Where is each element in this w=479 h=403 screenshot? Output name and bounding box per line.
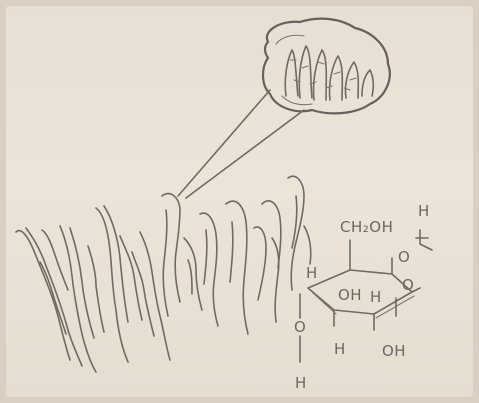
label-bottom-oh: OH — [382, 342, 406, 360]
label-bottom-h-center: H — [334, 340, 346, 358]
label-ch2oh: CH₂OH — [340, 218, 393, 236]
label-top-h: H — [418, 202, 430, 220]
label-bottom-o: O — [294, 318, 306, 336]
callout-line-right — [186, 110, 304, 198]
magnified-bubble — [263, 19, 390, 114]
villi-sketch — [16, 176, 311, 372]
callout-line-left — [178, 90, 270, 196]
label-mid-oh: OH — [338, 286, 362, 304]
label-left-h: H — [306, 264, 318, 282]
glucose-structure — [300, 230, 432, 362]
label-bottom-h-left: H — [295, 374, 307, 392]
label-mid-h: H — [370, 288, 382, 306]
label-ring-o2: O — [402, 276, 414, 294]
label-ring-o: O — [398, 248, 410, 266]
